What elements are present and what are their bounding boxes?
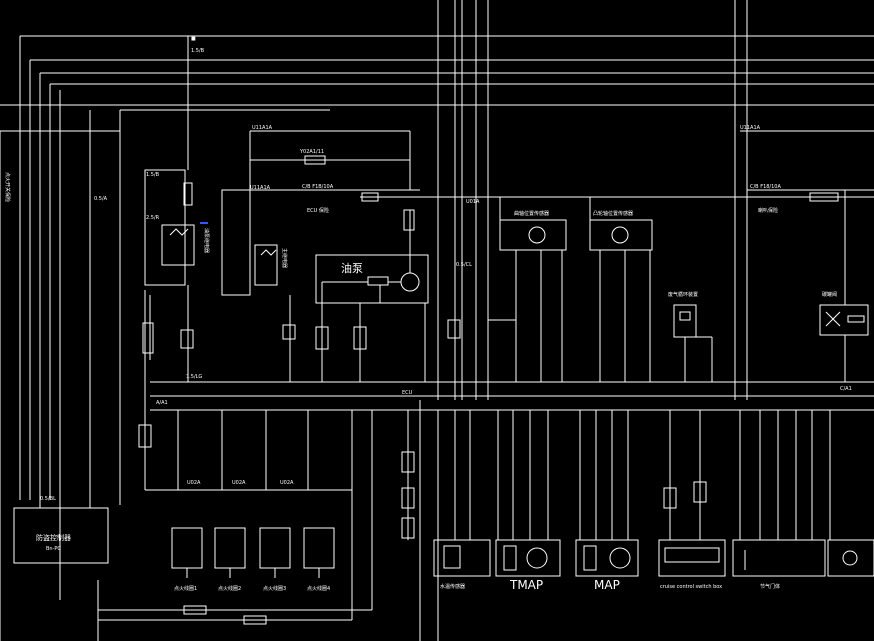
horn-fuse-label: 喇叭保险 [758,207,778,214]
ecu-fuse-label: ECU 保险 [307,207,329,214]
bottom-wires [98,605,372,625]
tmap-label: TMAP [509,578,543,592]
u02a-label-2: U02A [232,480,246,486]
ecu-bus [150,381,874,411]
coil-3-label: 点火线圈3 [263,585,286,592]
main-relay-label: 主继电器 [281,248,288,268]
ecu-lower-drops [138,410,831,620]
map-label: MAP [594,578,620,592]
left-vertical-wires [0,36,146,641]
tmap-sensor [495,539,561,577]
canister-label: 碳罐阀 [822,291,837,298]
coil-4-label: 点火线圈4 [307,585,330,592]
oil-pump-output-wires [315,303,426,382]
immobilizer-model: Bn-PC [46,546,61,552]
u02a-label-3: U02A [280,480,294,486]
map-sensor [575,539,639,577]
cruise-switch [658,539,726,577]
u01a-label: U01A [466,199,480,205]
u11a1a-left-label: U11A1A [252,125,273,131]
u11a1a-right-label: U11A1A [740,125,761,131]
left-vertical-label: 点火开关保险 [4,172,11,202]
relay-wire-label: 1.5/B [146,172,160,178]
pin-a1-label: A/A1 [156,400,168,406]
top-fuse-label: ■ [191,36,196,42]
wire-label-bl: 0.5/BL [40,496,56,502]
oil-pump-block [315,209,429,304]
exhaust-sensor-label: 废气循环装置 [668,291,698,298]
cruise-label: cruise control switch box [660,584,722,590]
u11a1a-b-label: U11A1A [250,185,271,191]
relay-wire-label-2: 2.5/R [146,215,160,221]
oil-pump-label: 油泵 [341,261,363,275]
horn-fuse-block [740,130,874,382]
top-wire-label: 1.5/B [191,48,205,54]
top-vertical-wires [187,0,748,641]
immobilizer-box [13,500,109,564]
fuel-pump-relay-label: 油泵继电器 [203,228,210,253]
ecu-label: ECU [402,390,413,396]
cam-sensor [589,197,653,382]
ecu-feed-bus [249,130,874,202]
coil-2-label: 点火线圈2 [218,585,241,592]
fuse-label-right: C/B F18/10A [750,184,781,190]
inline-fuse [447,319,461,339]
exhaust-sensor [673,304,713,382]
relay-output-wires [142,285,438,383]
coil-1-label: 点火线圈1 [174,585,197,592]
wire-label-lg: 1.5/LG [186,374,202,380]
immobilizer-label: 防盗控制器 [36,533,71,542]
u02a-label-1: U02A [187,480,201,486]
crank-sensor [487,197,567,382]
throttle-label: 节气门体 [760,583,780,590]
cam-sensor-label: 凸轮轴位置传感器 [593,210,633,217]
wire-label-cl: 0.5/CL [456,262,472,268]
throttle-body [732,539,874,577]
water-temp-sensor [433,539,491,577]
fuse-label: C/B F1B/10A [302,184,334,190]
fuel-pump-relay [144,169,208,286]
wire-label-a: 0.5/A [94,196,108,202]
main-relay [221,189,278,296]
y-relay-label: Y02A1/11 [299,149,324,155]
pin-c1-label: C/A1 [840,386,852,392]
water-temp-label: 水温传感器 [440,583,465,590]
crank-sensor-label: 曲轴位置传感器 [514,210,549,217]
top-bus-lines [0,35,874,132]
ignition-coils [171,527,335,578]
